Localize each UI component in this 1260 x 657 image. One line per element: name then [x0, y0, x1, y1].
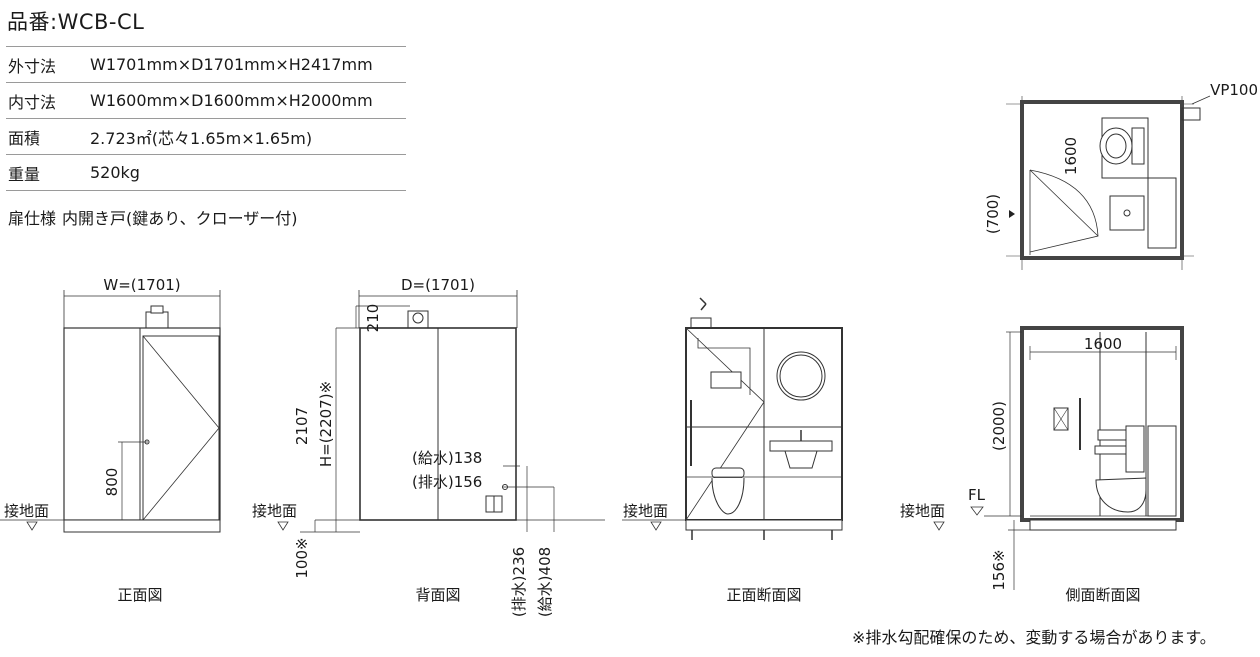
front-section-view	[622, 297, 843, 540]
back-supply-vertical-dim: (給水)408	[536, 547, 554, 617]
front-width-dim: W=(1701)	[103, 276, 180, 294]
front-ground-label: 接地面	[4, 502, 49, 520]
back-depth-dim: D=(1701)	[401, 276, 475, 294]
spec-key: 重量	[8, 164, 41, 184]
back-view-caption: 背面図	[415, 586, 460, 604]
side-section-view	[933, 326, 1184, 590]
spec-key: 内寸法	[8, 92, 57, 112]
plan-vent-label: VP100	[1210, 81, 1258, 99]
plan-inner-dim: 1600	[1062, 137, 1080, 175]
model-number: 品番:WCB-CL	[7, 10, 145, 34]
footnote: ※排水勾配確保のため、変動する場合があります。	[852, 628, 1216, 647]
side-base-dim: 156※	[990, 549, 1008, 590]
spec-value: W1701mm×D1701mm×H2417mm	[90, 55, 373, 74]
back-top-dim: 210	[364, 304, 382, 333]
spec-value: 2.723㎡(芯々1.65m×1.65m)	[90, 128, 313, 148]
back-body-height-dim: 2107	[293, 407, 311, 445]
front-view-caption: 正面図	[117, 586, 162, 604]
spec-value: W1600mm×D1600mm×H2000mm	[90, 91, 373, 110]
side-inner-height-dim: (2000)	[990, 401, 1008, 451]
side-fl-label: FL	[968, 486, 986, 504]
plan-view	[1006, 95, 1211, 270]
plan-door-width-dim: (700)	[984, 194, 1002, 234]
back-view	[277, 290, 605, 533]
front-section-caption: 正面断面図	[726, 586, 801, 604]
spec-key: 面積	[8, 128, 41, 148]
front-view	[0, 290, 221, 533]
spec-key: 外寸法	[8, 56, 57, 76]
front-door-height-dim: 800	[103, 468, 121, 497]
door-spec: 扉仕様内開き戸(鍵あり、クローザー付)	[8, 205, 304, 229]
spec-value: 520kg	[90, 163, 140, 182]
back-drain-vertical-dim: (排水)236	[510, 547, 528, 617]
side-section-caption: 側面断面図	[1065, 586, 1140, 604]
back-drain-dim: (排水)156	[412, 473, 482, 491]
spec-row: 面積 2.723㎡(芯々1.65m×1.65m)	[6, 119, 406, 155]
spec-table: 外寸法 W1701mm×D1701mm×H2417mm 内寸法 W1600mm×…	[6, 46, 406, 191]
spec-row: 外寸法 W1701mm×D1701mm×H2417mm	[6, 46, 406, 83]
front-section-ground-label: 接地面	[623, 502, 668, 520]
spec-row: 内寸法 W1600mm×D1600mm×H2000mm	[6, 83, 406, 119]
back-ground-label: 接地面	[252, 502, 297, 520]
side-inner-width-dim: 1600	[1084, 335, 1122, 353]
back-base-dim: 100※	[293, 537, 311, 578]
back-supply-dim: (給水)138	[412, 449, 482, 467]
door-spec-value: 内開き戸(鍵あり、クローザー付)	[62, 209, 298, 228]
spec-row: 重量 520kg	[6, 155, 406, 191]
back-total-height-dim: H=(2207)※	[317, 381, 335, 467]
door-spec-key: 扉仕様	[8, 209, 57, 228]
side-ground-label: 接地面	[900, 502, 945, 520]
